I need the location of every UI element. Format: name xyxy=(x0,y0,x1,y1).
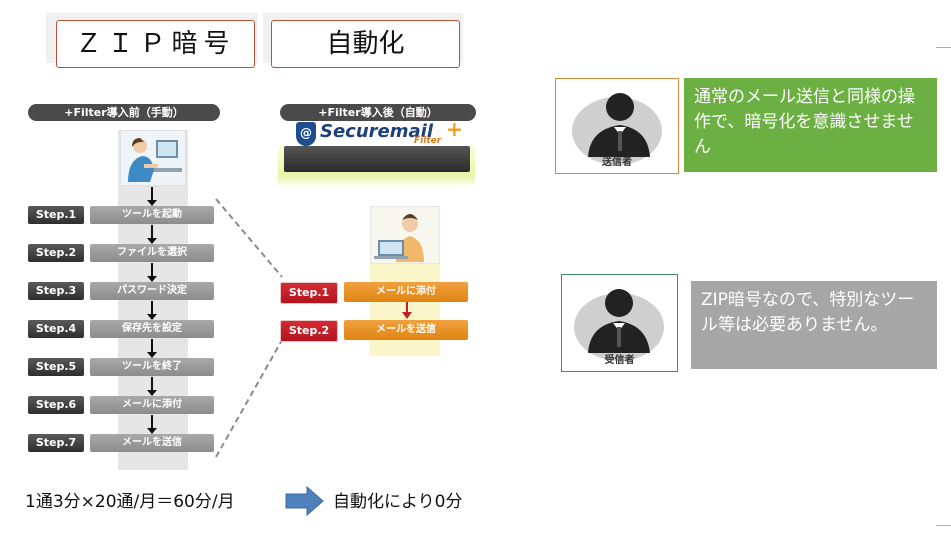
right-arrow-icon xyxy=(285,486,324,516)
before-step-arrows xyxy=(147,187,157,434)
before-step-2-label: Step.2 xyxy=(28,244,84,262)
sender-message: 通常のメール送信と同様の操作で、暗号化を意識させません xyxy=(684,78,937,172)
before-step-6-action: メールに添付 xyxy=(90,396,214,414)
sender-silhouette-icon xyxy=(572,93,662,165)
before-step-5-action: ツールを終了 xyxy=(90,358,214,376)
before-step-3-action: パスワード決定 xyxy=(90,282,214,300)
tab-automation[interactable]: 自動化 xyxy=(271,20,460,68)
sender-caption: 送信者 xyxy=(602,157,632,168)
after-column-background xyxy=(370,262,440,356)
edge-tick-bottom xyxy=(936,525,951,526)
before-step-7-label: Step.7 xyxy=(28,434,84,452)
time-cost-equation: 1通3分×20通/月＝60分/月 xyxy=(25,492,235,512)
before-step-3-label: Step.3 xyxy=(28,282,84,300)
sender-card: 送信者 xyxy=(555,78,679,174)
securemail-logo-sub: Filter xyxy=(414,136,442,146)
edge-tick-top xyxy=(936,47,951,48)
after-step-1-label: Step.1 xyxy=(280,282,338,304)
securemail-shield-icon: @ xyxy=(296,122,316,146)
before-step-1-action: ツールを起動 xyxy=(90,206,214,224)
before-header: +Filter導入前（手動） xyxy=(28,104,220,121)
user-at-laptop-illustration xyxy=(370,206,440,264)
after-step-arrow xyxy=(402,302,412,319)
before-step-4-label: Step.4 xyxy=(28,320,84,338)
after-step-2-label: Step.2 xyxy=(280,320,338,342)
receiver-message: ZIP暗号なので、特別なツール等は必要ありません。 xyxy=(691,281,937,369)
server-appliance xyxy=(284,146,470,172)
before-step-2-action: ファイルを選択 xyxy=(90,244,214,262)
before-step-7-action: メールを送信 xyxy=(90,434,214,452)
before-step-4-action: 保存先を設定 xyxy=(90,320,214,338)
before-step-6-label: Step.6 xyxy=(28,396,84,414)
user-at-computer-illustration xyxy=(120,130,186,186)
before-step-1-label: Step.1 xyxy=(28,206,84,224)
automation-result: 自動化により0分 xyxy=(333,492,463,512)
after-step-1-action: メールに添付 xyxy=(344,282,468,302)
receiver-caption: 受信者 xyxy=(604,355,635,366)
receiver-silhouette-icon xyxy=(574,289,664,361)
after-step-2-action: メールを送信 xyxy=(344,320,468,340)
receiver-card: 受信者 xyxy=(561,274,678,372)
securemail-logo-text: Securemail xyxy=(320,121,433,142)
dashed-connector-lines xyxy=(215,198,283,458)
tab-zip-encryption[interactable]: ＺＩＰ暗号 xyxy=(56,20,255,68)
plus-icon: + xyxy=(446,117,463,141)
after-header: +Filter導入後（自動） xyxy=(280,104,476,121)
before-step-5-label: Step.5 xyxy=(28,358,84,376)
